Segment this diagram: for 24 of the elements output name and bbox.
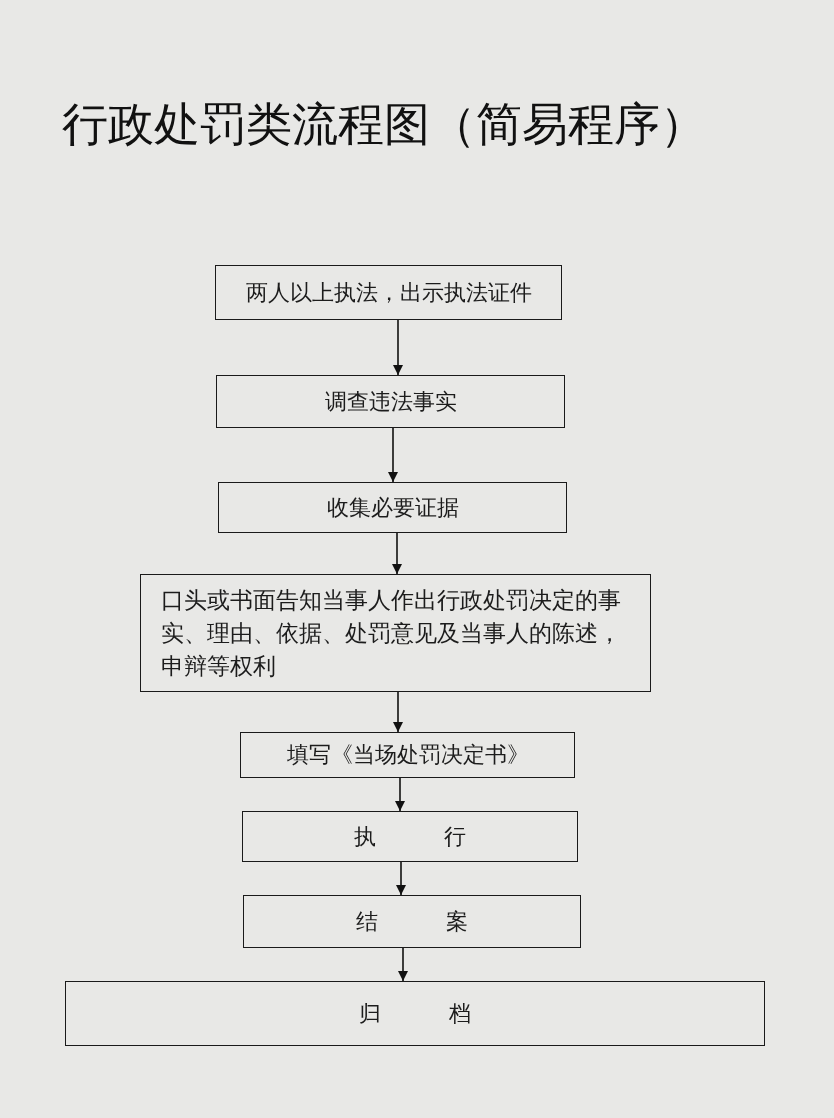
step-text: 收集必要证据 [326, 493, 459, 522]
step-text: 调查违法事实 [324, 387, 457, 416]
step-text: 执 行 [353, 822, 467, 851]
process-box [65, 981, 765, 1046]
process-box [215, 265, 562, 320]
step-text: 填写《当场处罚决定书》 [286, 741, 529, 769]
process-box [242, 811, 578, 862]
process-box [243, 895, 581, 948]
step-text: 口头或书面告知当事人作出行政处罚决定的事实、理由、依据、处罚意见及当事人的陈述，申辩等权利 [161, 585, 622, 681]
step-text: 归 档 [358, 999, 472, 1028]
arrow [398, 947, 408, 982]
process-box [218, 482, 567, 533]
process-box [140, 574, 651, 692]
arrow [393, 691, 403, 733]
process-box [240, 732, 575, 778]
arrow [392, 532, 402, 575]
step-text: 两人以上执法，出示执法证件 [245, 278, 532, 307]
process-box [216, 375, 565, 428]
diagram-title: 行政处罚类流程图（简易程序） [62, 96, 706, 153]
arrow [388, 427, 398, 483]
arrow [395, 777, 405, 812]
arrow [396, 861, 406, 896]
step-text: 结 案 [355, 907, 469, 936]
arrow [393, 319, 403, 376]
